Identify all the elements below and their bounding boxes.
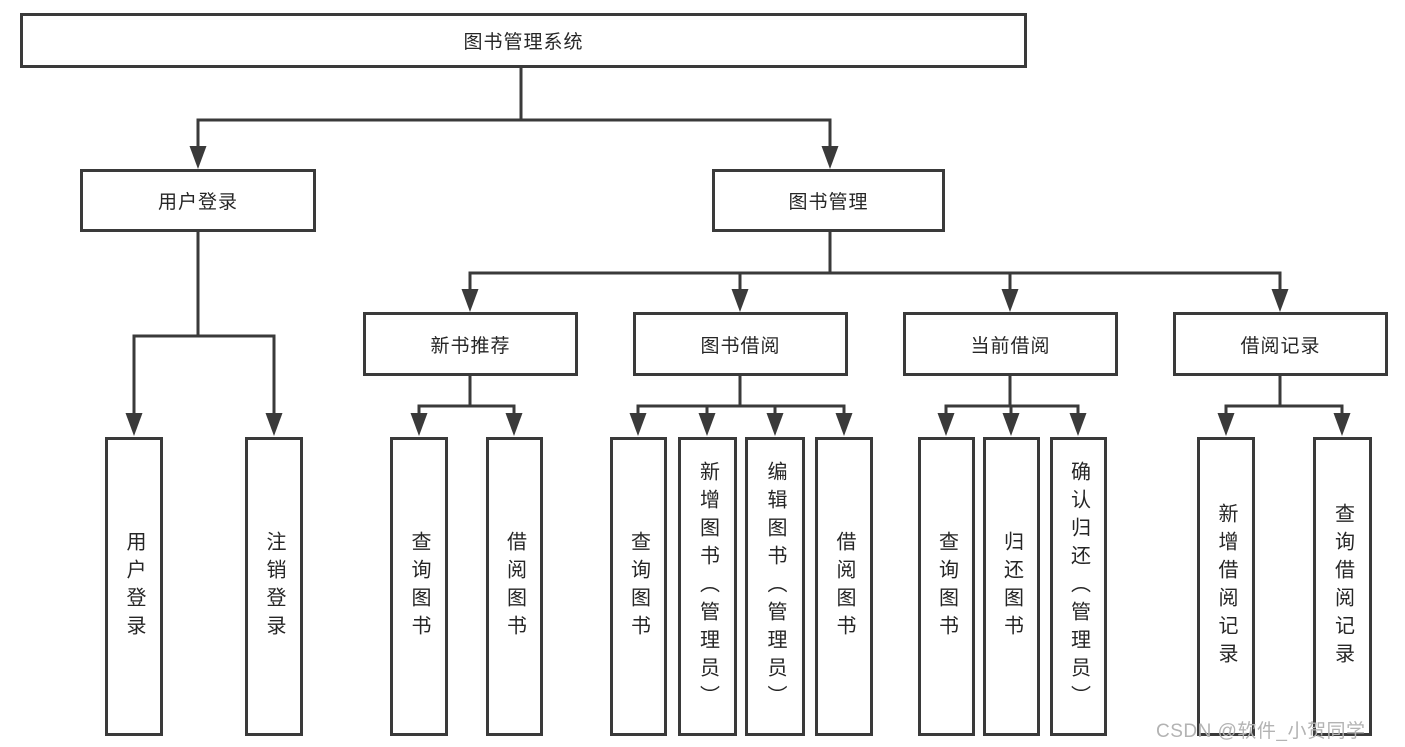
leaf-borrow-books-recommend: 借阅图书: [486, 437, 543, 736]
leaf-edit-book-admin-label: 编辑图书（管理员）: [764, 460, 786, 713]
node-book-borrow-label: 图书借阅: [700, 335, 781, 357]
leaf-query-borrow-record: 查询借阅记录: [1313, 437, 1372, 736]
csdn-watermark: CSDN @软件_小贺同学: [1156, 721, 1366, 742]
leaf-confirm-return-admin-label: 确认归还（管理员）: [1067, 460, 1090, 713]
leaf-query-borrow-record-label: 查询借阅记录: [1331, 502, 1354, 671]
leaf-edit-book-admin: 编辑图书（管理员）: [745, 437, 805, 736]
leaf-add-book-admin-label: 新增图书（管理员）: [696, 460, 719, 713]
leaf-add-book-admin: 新增图书（管理员）: [678, 437, 737, 736]
leaf-borrow-books-label: 借阅图书: [833, 530, 855, 643]
leaf-logout: 注销登录: [245, 437, 303, 736]
node-book-management: 图书管理: [712, 169, 945, 232]
leaf-query-books-current-label: 查询图书: [935, 530, 958, 643]
leaf-query-books-recommend: 查询图书: [390, 437, 448, 736]
leaf-logout-label: 注销登录: [263, 530, 285, 643]
node-new-book-recommend: 新书推荐: [363, 312, 578, 376]
node-current-borrow-label: 当前借阅: [970, 335, 1051, 357]
leaf-confirm-return-admin: 确认归还（管理员）: [1050, 437, 1107, 736]
node-borrow-records: 借阅记录: [1173, 312, 1388, 376]
leaf-query-books-recommend-label: 查询图书: [408, 530, 430, 643]
leaf-borrow-books-recommend-label: 借阅图书: [503, 530, 526, 643]
leaf-user-login: 用户登录: [105, 437, 163, 736]
leaf-query-books-borrow-label: 查询图书: [627, 530, 650, 643]
node-root-label: 图书管理系统: [463, 32, 584, 53]
node-book-management-label: 图书管理: [788, 192, 869, 213]
leaf-user-login-label: 用户登录: [123, 530, 145, 643]
node-user-login: 用户登录: [80, 169, 316, 232]
node-new-book-recommend-label: 新书推荐: [430, 335, 511, 357]
leaf-query-books-current: 查询图书: [918, 437, 975, 736]
leaf-return-book: 归还图书: [983, 437, 1040, 736]
node-user-login-label: 用户登录: [157, 192, 238, 213]
leaf-return-book-label: 归还图书: [1000, 530, 1023, 643]
leaf-borrow-books: 借阅图书: [815, 437, 873, 736]
node-book-borrow: 图书借阅: [633, 312, 848, 376]
leaf-add-borrow-record-label: 新增借阅记录: [1215, 502, 1237, 671]
node-root: 图书管理系统: [20, 13, 1027, 68]
node-current-borrow: 当前借阅: [903, 312, 1118, 376]
node-borrow-records-label: 借阅记录: [1240, 335, 1321, 357]
leaf-query-books-borrow: 查询图书: [610, 437, 667, 736]
leaf-add-borrow-record: 新增借阅记录: [1197, 437, 1255, 736]
